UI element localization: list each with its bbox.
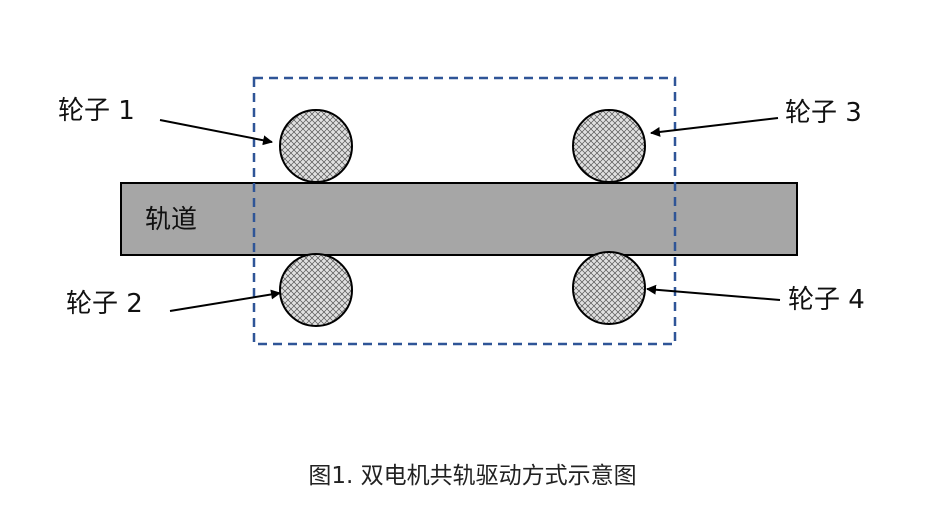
wheel-2 bbox=[279, 253, 353, 327]
arrow-wheel-2 bbox=[169, 289, 281, 312]
wheel-1-label: 轮子 1 bbox=[58, 96, 135, 126]
wheel-2-label: 轮子 2 bbox=[66, 289, 143, 319]
carriage-frame bbox=[252, 76, 677, 346]
wheel-3 bbox=[572, 109, 646, 183]
wheel-1 bbox=[279, 109, 353, 183]
figure-caption: 图1. 双电机共轨驱动方式示意图 bbox=[308, 463, 637, 489]
wheel-4 bbox=[572, 251, 646, 325]
arrow-wheel-1 bbox=[159, 119, 273, 146]
wheel-4-label: 轮子 4 bbox=[788, 285, 865, 315]
track-label: 轨道 bbox=[145, 205, 197, 235]
arrow-wheel-4 bbox=[646, 284, 781, 301]
wheel-3-label: 轮子 3 bbox=[785, 98, 862, 128]
arrow-wheel-3 bbox=[650, 117, 779, 137]
track bbox=[120, 182, 798, 256]
